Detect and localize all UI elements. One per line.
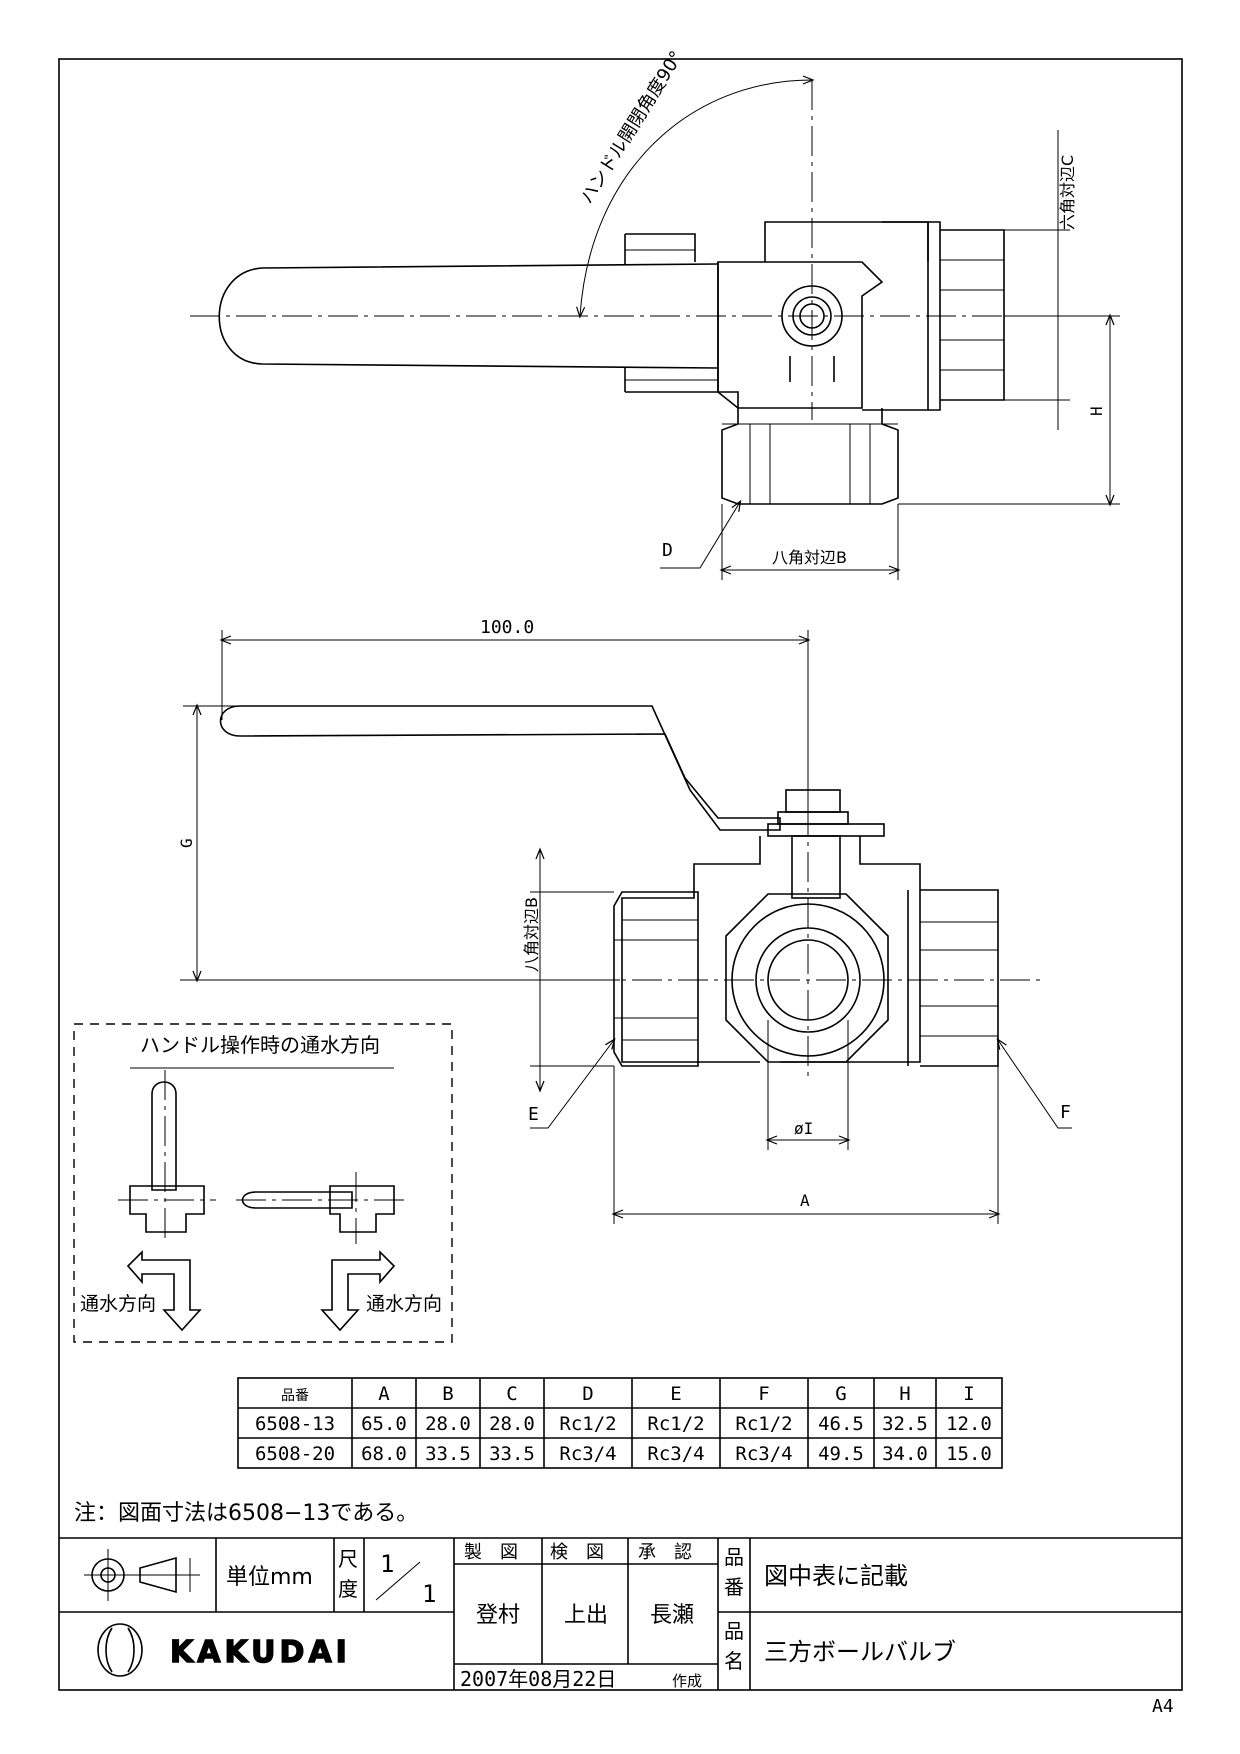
made-name: 登村	[476, 1603, 520, 1628]
flow-box-title: ハンドル操作時の通水方向	[140, 1033, 380, 1057]
flow-direction-box: ハンドル操作時の通水方向 通水方向 通水方向	[73, 1023, 453, 1343]
table-cell: 65.0	[361, 1413, 407, 1435]
oct-across-flats-b-label-front: 八角対辺B	[522, 897, 541, 972]
table-header-cell: C	[506, 1383, 517, 1405]
title-block: 単位mm 尺 度 1 1 製 図 検 図 承 認 登村 上出 長瀬 2007年0…	[59, 1537, 1182, 1691]
scale-label-1: 尺	[338, 1547, 358, 1571]
part-no-value: 図中表に記載	[764, 1562, 908, 1590]
paper-size: A4	[1152, 1696, 1174, 1717]
kakudai-logo: KAKUDAI	[97, 1623, 351, 1677]
issue-date: 2007年08月22日	[460, 1667, 616, 1691]
table-cell: Rc3/4	[647, 1443, 704, 1465]
drawing-border	[58, 58, 1183, 1691]
table-header-cell: G	[835, 1383, 846, 1405]
dim-length-label: 100.0	[480, 617, 534, 638]
table-cell: 6508-13	[255, 1413, 335, 1435]
table-cell: 28.0	[489, 1413, 535, 1435]
part-no-label-2: 番	[724, 1575, 744, 1599]
table-cell: Rc1/2	[647, 1413, 704, 1435]
check-label: 検 図	[550, 1542, 604, 1563]
dim-h-label: H	[1087, 406, 1106, 416]
table-cell: 12.0	[946, 1413, 992, 1435]
table-header-cell: E	[670, 1383, 681, 1405]
part-name-label-2: 名	[724, 1649, 744, 1673]
table-cell: 49.5	[818, 1443, 864, 1465]
company-name: KAKUDAI	[170, 1635, 351, 1670]
dim-g-label: G	[177, 838, 196, 848]
table-cell: 68.0	[361, 1443, 407, 1465]
table-cell: Rc3/4	[735, 1443, 792, 1465]
table-cell: Rc1/2	[735, 1413, 792, 1435]
table-header-cell: D	[582, 1383, 593, 1405]
hex-across-flats-c-label: 六角対辺C	[1058, 155, 1077, 230]
part-name-value: 三方ボールバルブ	[764, 1638, 956, 1666]
table-header-cell: A	[378, 1383, 390, 1405]
table-cell: 15.0	[946, 1443, 992, 1465]
table-cell: 34.0	[882, 1443, 928, 1465]
issue-date-suffix: 作成	[672, 1672, 702, 1690]
top-view: ハンドル開閉角度90° 六角対辺C H D 八角対辺B	[190, 47, 1120, 580]
label-f: F	[1060, 1102, 1071, 1123]
flow-label-right: 通水方向	[366, 1293, 442, 1315]
table-header-cell: I	[963, 1383, 974, 1405]
part-no-label-1: 品	[724, 1545, 744, 1569]
scale-label-2: 度	[338, 1577, 358, 1601]
approve-label: 承 認	[638, 1542, 692, 1563]
drawing-note: 注：図面寸法は6508−13である。	[74, 1501, 418, 1526]
table-cell: 33.5	[425, 1443, 471, 1465]
table-cell: 28.0	[425, 1413, 471, 1435]
spec-table: 品番 A B C D E F G H I 6508-13 65.0 28.0 28.0 Rc1/2 Rc1/2…	[237, 1377, 1003, 1469]
front-view: 100.0 G	[177, 617, 1072, 1224]
table-cell: Rc3/4	[559, 1443, 616, 1465]
table-cell: Rc1/2	[559, 1413, 616, 1435]
table-header-cell: B	[442, 1383, 453, 1405]
flow-label-left: 通水方向	[80, 1293, 156, 1315]
table-cell: 6508-20	[255, 1443, 335, 1465]
scale-denominator: 1	[422, 1580, 436, 1608]
scale-numerator: 1	[380, 1550, 394, 1578]
dim-a-label: A	[800, 1191, 810, 1210]
table-header-cell: F	[758, 1383, 769, 1405]
table-header-cell: H	[899, 1383, 910, 1405]
third-angle-projection-icon	[84, 1549, 200, 1601]
label-d: D	[662, 540, 673, 561]
handle-angle-label: ハンドル開閉角度90°	[576, 47, 687, 207]
table-cell: 46.5	[818, 1413, 864, 1435]
made-label: 製 図	[464, 1542, 518, 1563]
part-name-label-1: 品	[724, 1619, 744, 1643]
label-e: E	[528, 1104, 539, 1125]
unit-label: 単位mm	[226, 1565, 313, 1590]
dim-phi-i-label: øI	[794, 1119, 813, 1138]
oct-across-flats-b-label-top: 八角対辺B	[772, 548, 847, 567]
approve-name: 長瀬	[650, 1603, 694, 1628]
table-cell: 33.5	[489, 1443, 535, 1465]
table-header-cell: 品番	[281, 1388, 309, 1404]
check-name: 上出	[564, 1603, 608, 1628]
table-cell: 32.5	[882, 1413, 928, 1435]
